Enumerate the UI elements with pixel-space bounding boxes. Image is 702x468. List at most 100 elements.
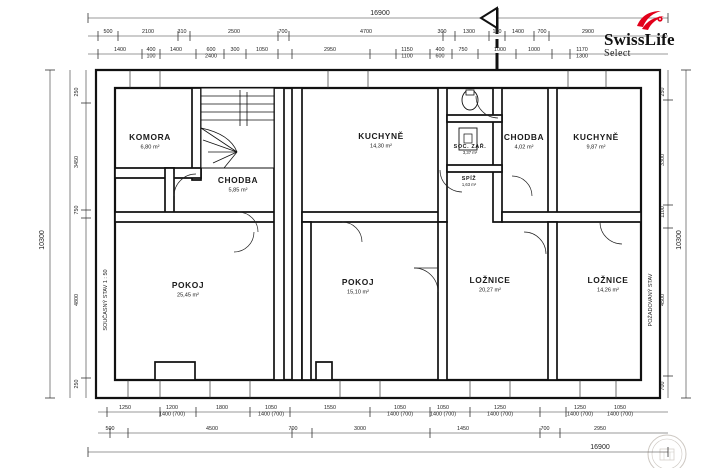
room-name: LOŽNICE [588,274,629,285]
dimension-value: 500 [104,29,113,35]
room-area: 3,37 m² [463,150,478,155]
dimension-value: 3000 [354,426,366,432]
building-outline [94,68,662,400]
dimension-value: 1000 [528,47,540,53]
dimension-value: 100 [493,29,502,35]
dimension-value: 300 [231,47,240,53]
dimension-value: 1050 [437,405,449,411]
dimension-value: 2950 [594,426,606,432]
dimension-value: 2950 [324,47,336,53]
dimension-value: 100 [147,54,156,60]
room-name: POKOJ [172,280,204,290]
room-name: SPÍŽ [462,174,476,182]
staircase [200,87,275,169]
dimension-value: 1300 [576,54,588,60]
room-komora: KOMORA 6,80 m² [129,132,171,151]
room-area: 6,80 m² [141,145,160,151]
dimension-value: 1400 (700) [159,412,185,418]
dimension-value: 700 [279,29,288,35]
dimension-value: 2900 [582,29,594,35]
dimension-value: 1400 [170,47,182,53]
room-area: 5,85 m² [229,188,248,194]
swisslife-flame-icon [604,10,696,31]
room-area: 15,10 m² [347,290,369,296]
door-swings [173,95,623,293]
dimension-value: 3450 [74,156,80,168]
dimension-value: 250 [74,88,80,97]
room-name: KUCHYNĚ [573,131,619,142]
dimension-value: 1050 [265,405,277,411]
room-area: 4,02 m² [515,145,534,151]
dimension-value: 1250 [574,405,586,411]
dimension-chains [45,13,691,457]
dimension-value: 4700 [360,29,372,35]
overall-dimension-top: 16900 [370,10,390,17]
room-name: KOMORA [129,132,171,142]
room-kuchyne2: KUCHYNĚ 9,87 m² [573,131,619,151]
room-name: SOC. ZAŘ. [454,142,487,150]
room-area: 9,87 m² [587,145,606,151]
dimension-value: 1050 [614,405,626,411]
dimension-value: 2500 [228,29,240,35]
dimension-value: 310 [178,29,187,35]
room-pokoj2: POKOJ 15,10 m² [342,277,374,296]
room-chodba2: CHODBA 4,02 m² [504,132,544,151]
section-arrow-icon [479,6,499,70]
dimension-value: 1170 [576,47,588,53]
dimension-value: 500 [106,426,115,432]
dimension-value: 1100 [660,206,666,218]
interior-walls [114,87,642,381]
dimension-value: 750 [74,206,80,215]
room-name: LOŽNICE [470,274,511,285]
room-name: KUCHYNĚ [358,130,404,141]
logo-wordmark: SwissLife [604,30,675,49]
dimension-value: 1400 [114,47,126,53]
dimension-value: 1400 (700) [487,412,513,418]
dimension-value: 4500 [660,294,666,306]
dimension-value: 1550 [324,405,336,411]
room-area: 14,26 m² [597,288,619,294]
dimension-value: 400 [147,47,156,53]
room-pokoj1: POKOJ 25,45 m² [172,280,204,299]
dimension-value: 700 [289,426,298,432]
dimension-value: 3300 [660,154,666,166]
dimension-value: 300 [438,29,447,35]
dimension-value: 4500 [206,426,218,432]
overall-dimension-left: 10300 [39,230,46,250]
dimension-value: 700 [660,382,666,391]
dimension-value: 600 [436,54,445,60]
dimension-value: 2400 [205,54,217,60]
room-area: 14,30 m² [370,144,392,150]
swisslife-select-logo: SwissLife Select [604,10,696,62]
left-state-note: SOUČASNÝ STAV 1 : 50 [102,269,109,330]
dimension-value: 1000 [494,47,506,53]
dimension-value: 400 [436,47,445,53]
room-name: CHODBA [504,132,544,142]
dimension-value: 1050 [256,47,268,53]
dimension-value: 1150 [401,47,413,53]
dimension-value: 700 [541,426,550,432]
dimension-value: 700 [538,29,547,35]
dimension-value: 2100 [142,29,154,35]
dimension-value: 1400 (700) [607,412,633,418]
logo-subtitle: Select [604,48,631,59]
dimension-value: 1050 [394,405,406,411]
dimension-value: 600 [207,47,216,53]
dimension-value: 1400 (700) [567,412,593,418]
room-loznice2: LOŽNICE 14,26 m² [588,274,629,294]
room-name: POKOJ [342,277,374,287]
dimension-value: 1200 [166,405,178,411]
dimension-value: 1400 [512,29,524,35]
room-area: 25,45 m² [177,293,199,299]
overall-dimension-right: 10300 [676,230,683,250]
dimension-value: 1100 [401,54,413,60]
